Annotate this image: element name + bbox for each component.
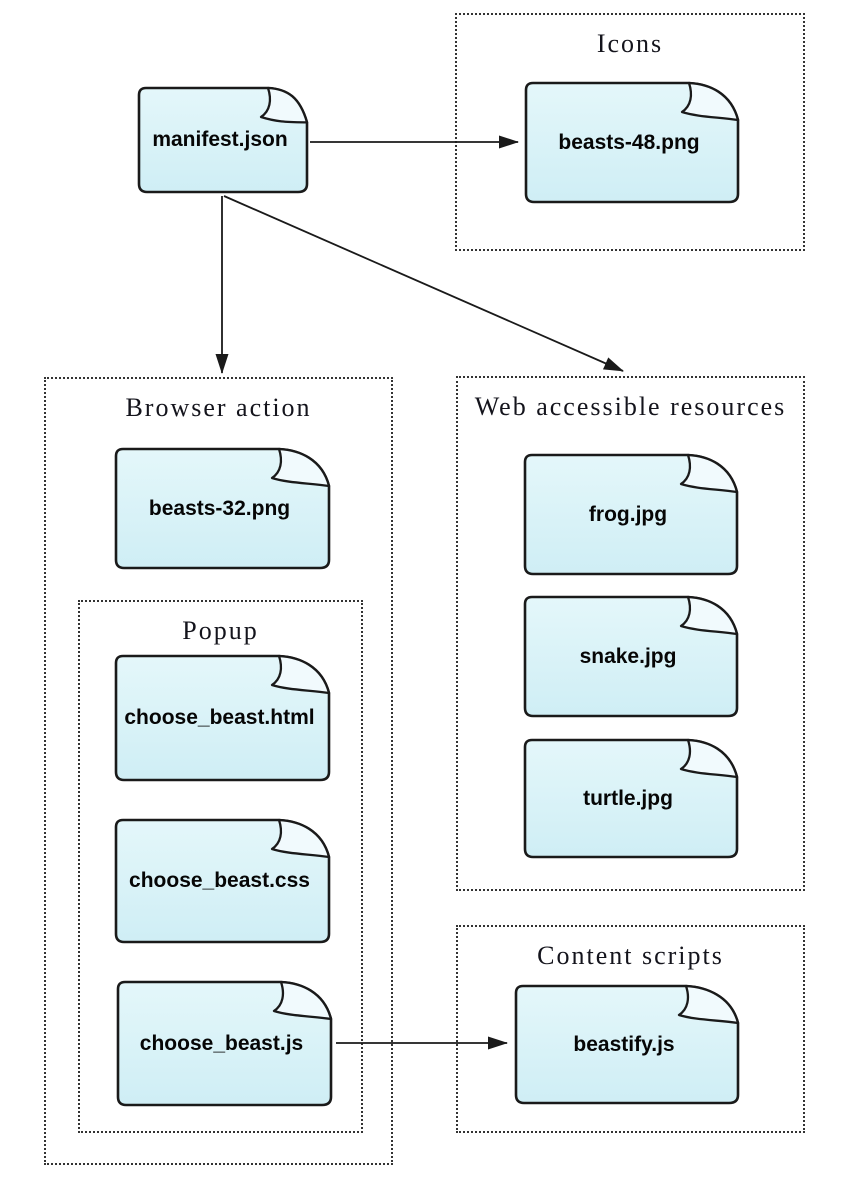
group-icons-title: Icons <box>596 29 664 58</box>
file-node-beasts-32-png: beasts-32.png <box>113 446 332 571</box>
file-node-frog-jpg: frog.jpg <box>522 452 740 577</box>
file-label-manifest-json: manifest.json <box>152 128 288 151</box>
group-icons: Icons <box>455 13 805 251</box>
group-popup-title: Popup <box>182 616 259 645</box>
file-label-beastify-js: beastify.js <box>573 1032 675 1056</box>
document-icon <box>523 453 739 576</box>
group-content-scripts: Content scripts <box>456 925 805 1133</box>
file-label-choose-beast-css: choose_beast.css <box>129 869 310 892</box>
document-icon <box>524 81 740 204</box>
document-icon <box>523 738 739 859</box>
file-node-snake-jpg: snake.jpg <box>522 594 740 719</box>
file-node-choose-beast-js: choose_beast.js <box>115 979 334 1108</box>
file-node-turtle-jpg: turtle.jpg <box>522 737 740 860</box>
group-web-accessible-resources: Web accessible resources <box>456 376 805 891</box>
group-content-scripts-title: Content scripts <box>537 941 724 970</box>
document-icon <box>116 980 333 1107</box>
file-label-beasts-48-png: beasts-48.png <box>558 130 700 154</box>
document-icon <box>137 86 309 194</box>
file-node-choose-beast-css: choose_beast.css <box>113 817 332 945</box>
document-icon <box>114 447 331 570</box>
file-label-turtle-jpg: turtle.jpg <box>583 786 673 810</box>
file-label-beasts-32-png: beasts-32.png <box>148 496 291 520</box>
document-icon <box>114 818 331 944</box>
file-node-manifest-json: manifest.json <box>136 85 310 195</box>
group-web-accessible-resources-title: Web accessible resources <box>474 392 787 421</box>
document-icon <box>114 654 331 782</box>
file-label-frog-jpg: frog.jpg <box>588 502 668 526</box>
group-browser-action: Browser action <box>44 377 393 1165</box>
file-node-beasts-48-png: beasts-48.png <box>523 80 741 205</box>
document-icon <box>514 984 740 1105</box>
file-node-beastify-js: beastify.js <box>513 983 741 1106</box>
file-label-choose-beast-html: choose_beast.html <box>124 706 315 729</box>
group-popup: Popup <box>78 600 363 1133</box>
document-icon <box>523 595 739 718</box>
file-node-choose-beast-html: choose_beast.html <box>113 653 332 783</box>
file-label-choose-beast-js: choose_beast.js <box>139 1031 304 1055</box>
file-label-snake-jpg: snake.jpg <box>579 644 677 668</box>
group-browser-action-title: Browser action <box>125 393 312 422</box>
